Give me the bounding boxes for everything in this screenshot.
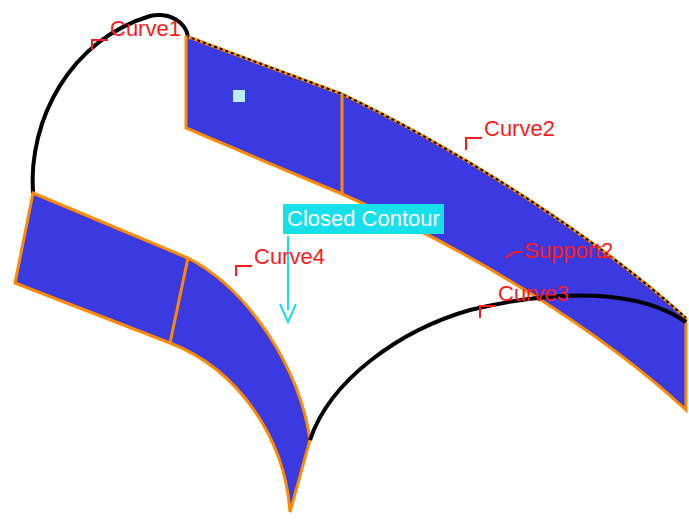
curve-label: Curve4 [254, 246, 325, 268]
curve-label: Support2 [524, 240, 613, 262]
leader-hook [236, 266, 252, 276]
surface-divider [341, 94, 344, 194]
leader-hook [480, 306, 496, 318]
guide-curve [310, 295, 686, 440]
curve-label: Curve1 [110, 18, 181, 40]
callout-arrowhead [280, 304, 296, 322]
callout-box: Closed Contour [283, 204, 444, 234]
leader-hook [505, 252, 522, 258]
surface-patch [15, 193, 310, 512]
leader-hook [92, 40, 108, 50]
selection-marker [233, 90, 245, 102]
surface-edge [186, 36, 686, 318]
curve-label: Curve3 [498, 283, 569, 305]
callout-text: Closed Contour [287, 207, 440, 231]
surface-edge [15, 193, 310, 512]
surface-divider [170, 258, 188, 343]
support-edge [186, 36, 686, 318]
guide-curve [33, 15, 188, 193]
leader-hook [466, 138, 482, 150]
curve-label: Curve2 [484, 118, 555, 140]
